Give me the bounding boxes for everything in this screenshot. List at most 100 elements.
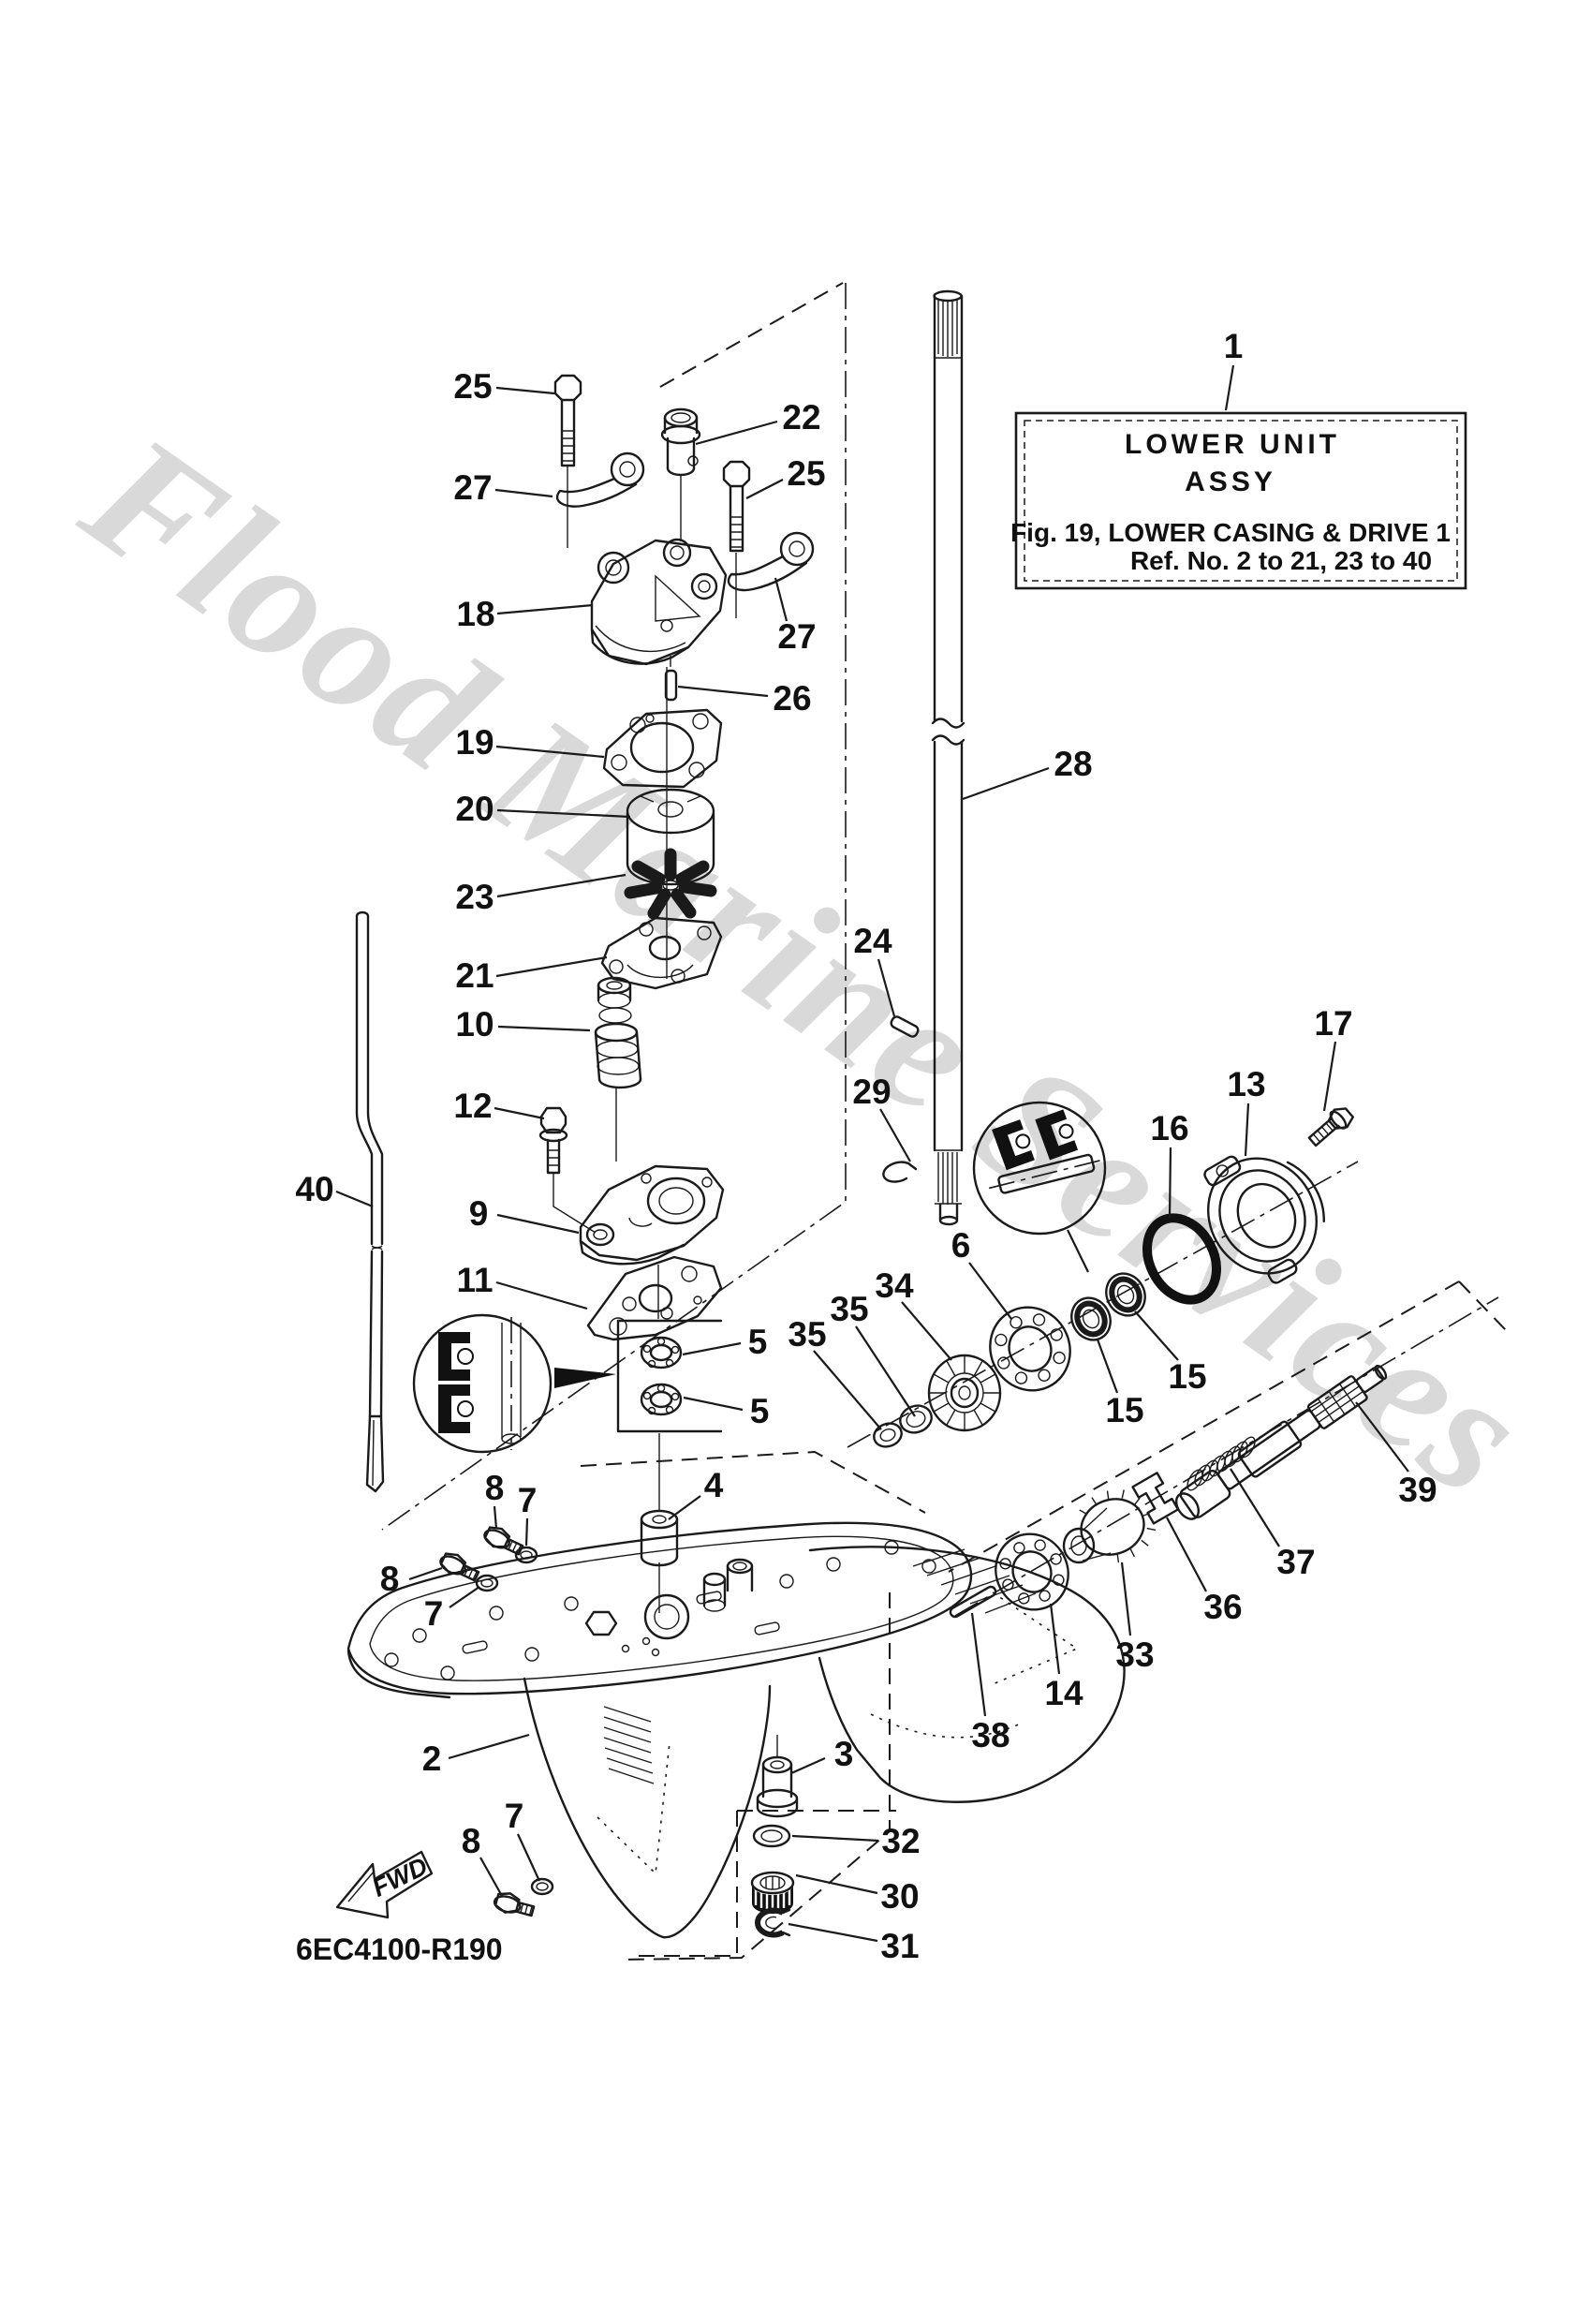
- callout-leader-23: [496, 873, 626, 898]
- callout-6: 6: [951, 1226, 971, 1265]
- seal-15b: [1070, 1296, 1112, 1341]
- bearing-5b: [640, 1383, 683, 1416]
- callout-32: 32: [881, 1822, 920, 1860]
- callout-leader-20: [496, 808, 631, 819]
- callout-8: 8: [485, 1469, 505, 1507]
- callout-leader-19: [495, 745, 605, 759]
- seal-detail-inset-left: [412, 1313, 616, 1454]
- bolt-8a: [483, 1526, 524, 1556]
- callout-12: 12: [453, 1087, 492, 1125]
- assembly-axis-lines: [553, 466, 778, 1757]
- callout-39: 39: [1398, 1471, 1437, 1509]
- callout-leader-27: [494, 488, 553, 498]
- washer-35b: [873, 1422, 903, 1448]
- bolt-8c: [493, 1892, 536, 1917]
- callout-13: 13: [1227, 1065, 1265, 1103]
- callout-40: 40: [295, 1170, 333, 1208]
- callout-21: 21: [455, 956, 494, 995]
- callout-27: 27: [453, 468, 492, 507]
- callout-37: 37: [1276, 1543, 1315, 1581]
- callout-10: 10: [455, 1005, 494, 1044]
- callout-leader-28: [962, 766, 1050, 801]
- bearing-6: [989, 1306, 1071, 1392]
- pump-housing-cup-20: [626, 788, 715, 886]
- callout-7: 7: [518, 1481, 538, 1519]
- washer-32: [752, 1824, 791, 1848]
- callout-leader-3: [790, 1756, 826, 1775]
- reverse-gear-33: [1062, 1489, 1157, 1564]
- washer-7b: [475, 1574, 499, 1592]
- callout-25: 25: [453, 367, 492, 406]
- callout-leader-40: [335, 1190, 374, 1208]
- pinion-gear-30: [750, 1871, 795, 1914]
- bolt-25a: [553, 374, 582, 467]
- callout-leader-16: [1168, 1147, 1172, 1219]
- callout-29: 29: [852, 1073, 891, 1111]
- callout-18: 18: [456, 595, 494, 633]
- callout-leader-22: [695, 420, 778, 446]
- bolt-12: [538, 1106, 568, 1175]
- callout-leader-37: [1230, 1468, 1280, 1547]
- callout-leader-1: [1224, 364, 1235, 411]
- callout-leader-33: [1120, 1562, 1132, 1636]
- callout-8: 8: [462, 1822, 481, 1860]
- callout-leader-30: [795, 1873, 878, 1895]
- callout-leader-14: [1049, 1603, 1061, 1675]
- callout-34: 34: [875, 1266, 914, 1305]
- callout-leader-25: [495, 386, 555, 395]
- seal-housing-9: [579, 1164, 725, 1266]
- callout-30: 30: [880, 1877, 919, 1916]
- callout-28: 28: [1054, 745, 1092, 783]
- callout-leader-15: [1134, 1310, 1179, 1361]
- callout-leader-12: [494, 1106, 545, 1120]
- callout-leader-18: [496, 603, 594, 615]
- callout-7: 7: [424, 1594, 444, 1633]
- callout-leader-24: [877, 958, 896, 1017]
- callout-leader-13: [1244, 1103, 1250, 1157]
- bevel-gear-34: [927, 1354, 1002, 1432]
- washer-7c: [530, 1877, 554, 1896]
- callout-leader-7: [517, 1833, 540, 1882]
- callout-leader-34: [901, 1301, 952, 1361]
- callout-leader-27: [774, 577, 788, 622]
- callout-19: 19: [455, 723, 494, 762]
- callout-leader-6: [968, 1262, 1012, 1320]
- gasket-11: [586, 1255, 723, 1341]
- callout-leader-35: [855, 1325, 916, 1417]
- pin-38: [949, 1585, 997, 1619]
- callout-35: 35: [830, 1290, 868, 1328]
- callout-15: 15: [1105, 1391, 1143, 1429]
- callout-leader-21: [495, 955, 608, 978]
- bearing-5a: [640, 1336, 683, 1369]
- spring-37: [1186, 1436, 1256, 1491]
- callout-11: 11: [456, 1261, 493, 1299]
- callout-leader-2: [448, 1733, 530, 1760]
- bolt-17: [1307, 1107, 1354, 1147]
- callout-leader-38: [970, 1612, 987, 1717]
- callout-15: 15: [1168, 1357, 1206, 1396]
- propeller-shaft-39: [1174, 1364, 1388, 1520]
- title-line4: Ref. No. 2 to 21, 23 to 40: [1130, 546, 1432, 575]
- callout-7: 7: [505, 1797, 524, 1835]
- inset-pointer-arrow: [554, 1368, 616, 1388]
- callout-leader-9: [496, 1213, 580, 1235]
- callout-leader-8: [493, 1505, 498, 1530]
- retaining-clip-29: [882, 1161, 918, 1183]
- fwd-arrow: FWD: [335, 1850, 434, 1919]
- bolt-25b: [722, 460, 751, 553]
- shift-rod-40: [355, 910, 385, 1493]
- callout-2: 2: [422, 1739, 442, 1778]
- callout-14: 14: [1044, 1674, 1083, 1712]
- callout-leader-26: [677, 685, 769, 698]
- drive-sleeve-10: [594, 976, 642, 1089]
- woodruff-key-24: [890, 1015, 920, 1038]
- impeller-23: [624, 848, 717, 920]
- e-clip-31: [755, 1907, 791, 1938]
- dowel-pin-26: [664, 656, 678, 702]
- callout-25: 25: [787, 454, 825, 493]
- bushing-3: [756, 1755, 799, 1818]
- bolt-8b: [439, 1552, 480, 1582]
- callout-leader-17: [1322, 1041, 1337, 1112]
